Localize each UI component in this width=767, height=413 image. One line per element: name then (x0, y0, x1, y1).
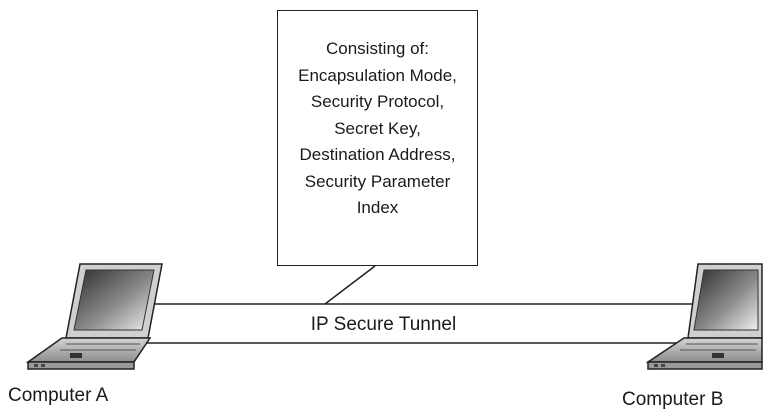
callout-line-security-protocol: Security Protocol, (310, 92, 445, 111)
security-association-callout: Consisting of: Encapsulation Mode, Secur… (277, 10, 478, 266)
callout-line-encapsulation-mode: Encapsulation Mode, (298, 65, 457, 85)
callout-line-secret-key: Secret Key, (334, 118, 421, 138)
computer-a-label: Computer A (8, 385, 109, 406)
callout-line-consisting: Consisting of: (326, 39, 429, 58)
callout-line-destination-address: Destination Address, (299, 145, 456, 164)
callout-pointer-line (324, 265, 376, 305)
callout-line-index: Index (356, 198, 399, 217)
computer-a-laptop-icon (25, 263, 163, 370)
callout-line-security-parameter: Security Parameter (304, 171, 451, 191)
tunnel-label: IP Secure Tunnel (310, 314, 457, 335)
computer-b-label: Computer B (622, 389, 724, 410)
computer-b-laptop-icon (645, 263, 763, 370)
